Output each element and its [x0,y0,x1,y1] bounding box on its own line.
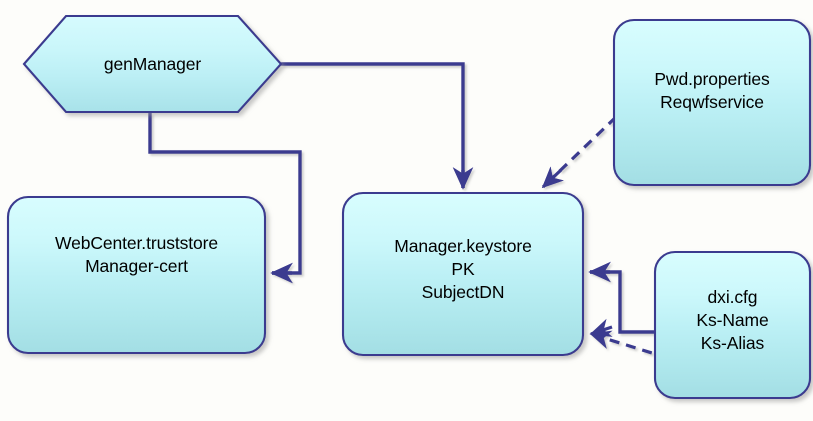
node-manager-keystore[interactable] [341,191,585,357]
node-pwd-properties[interactable] [612,18,812,187]
node-dxi-cfg[interactable] [653,250,812,400]
connector-dxicfg-to-keystore-solid [588,261,657,334]
node-gen-manager[interactable] [22,14,283,114]
node-layer [6,14,812,400]
arrow-dxicfg-to-keystore-dashed [589,318,613,337]
arrow-pwdproperties-to-keystore [541,166,564,189]
connector-dxicfg-to-keystore-dashed [589,330,669,360]
connector-arrow-overlay [270,166,613,337]
node-webcenter-truststore[interactable] [6,195,267,355]
connector-genmanager-to-keystore [281,62,474,190]
